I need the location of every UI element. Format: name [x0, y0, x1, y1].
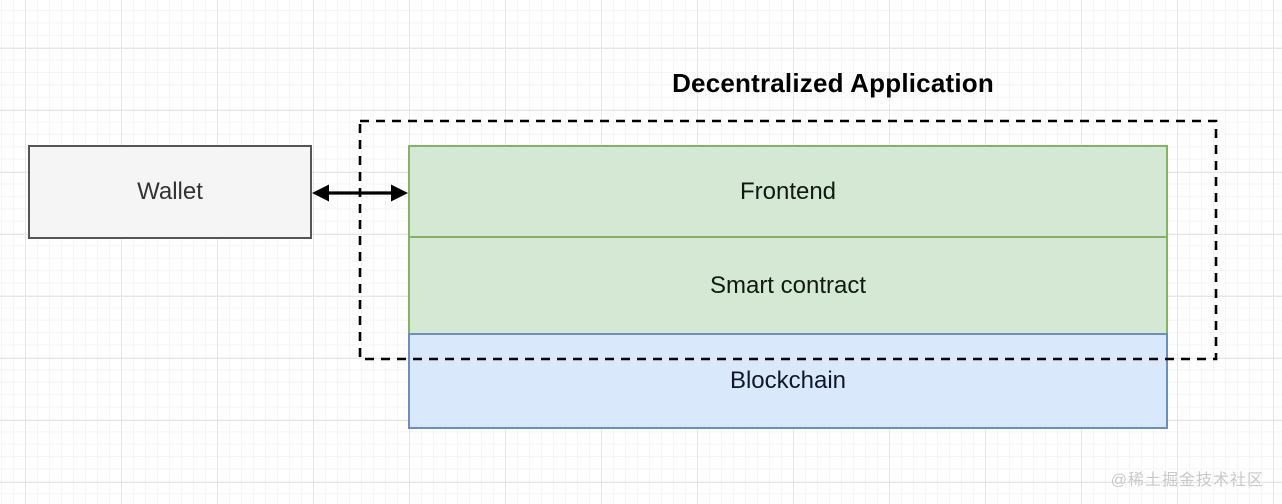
blockchain-label: Blockchain — [729, 367, 847, 394]
blockchain-box: Blockchain — [408, 333, 1168, 429]
smart-contract-label: Smart contract — [709, 271, 867, 299]
bidirectional-arrow — [312, 184, 408, 202]
watermark: @稀土掘金技术社区 — [1110, 472, 1264, 489]
frontend-box: Frontend — [408, 145, 1168, 238]
smart-contract-box: Smart contract — [408, 236, 1168, 335]
wallet-box: Wallet — [28, 145, 312, 239]
diagram-title: Decentralized Application — [672, 68, 994, 98]
wallet-label: Wallet — [137, 178, 203, 205]
frontend-label: Frontend — [739, 177, 837, 205]
